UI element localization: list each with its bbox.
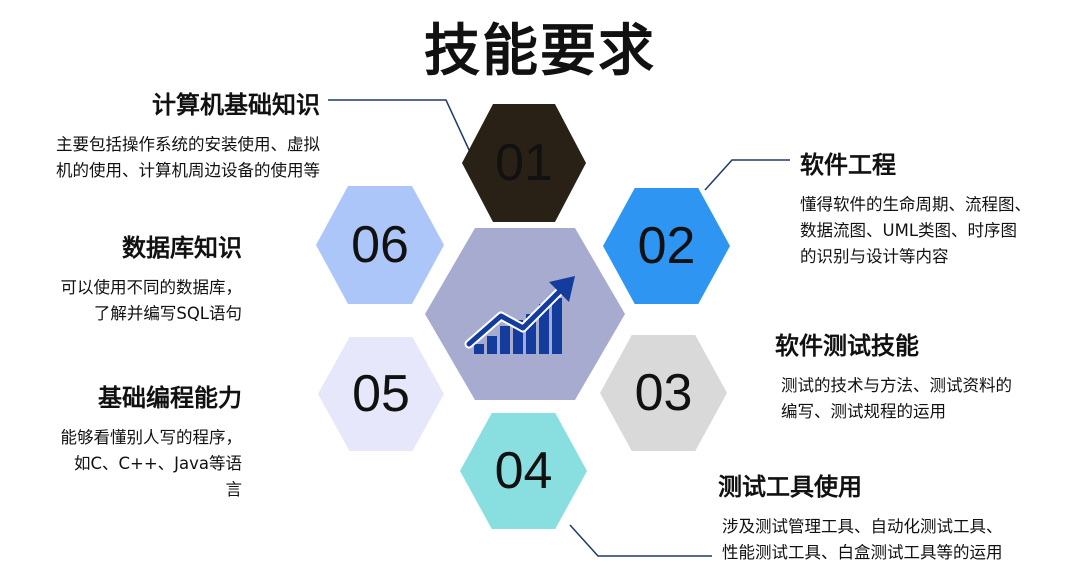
chart-bar-3 <box>500 326 510 354</box>
topic-description: 懂得软件的生命周期、流程图、 数据流图、UML类图、时序图 的识别与设计等内容 <box>800 192 1031 270</box>
chart-trend-line-fill <box>466 283 568 347</box>
hexagon-05: 05 <box>318 337 444 451</box>
description-line: 了解并编写SQL语句 <box>93 304 242 323</box>
topic-database: 数据库知识 可以使用不同的数据库， 了解并编写SQL语句 <box>61 228 243 327</box>
growth-chart-arrow-icon <box>464 276 575 354</box>
description-line: 数据流图、UML类图、时序图 <box>800 221 1018 240</box>
hexagon-number: 04 <box>494 442 553 500</box>
page-title: 技能要求 <box>424 19 656 84</box>
topic-description: 涉及测试管理工具、自动化测试工具、 性能测试工具、白盒测试工具等的运用 <box>718 514 1003 566</box>
topic-title: 软件测试技能 <box>775 332 919 360</box>
connector-line-02 <box>704 159 790 191</box>
hexagon-number: 06 <box>351 216 409 274</box>
topic-testing-skills: 软件测试技能 测试的技术与方法、测试资料的 编写、测试规程的运用 <box>775 326 1012 425</box>
chart-bar-4 <box>513 320 523 354</box>
description-line: 懂得软件的生命周期、流程图、 <box>800 195 1031 214</box>
topic-description: 测试的技术与方法、测试资料的 编写、测试规程的运用 <box>775 373 1012 425</box>
chart-bar-1 <box>474 344 484 354</box>
description-line: 能够看懂别人写的程序， <box>60 428 243 447</box>
center-hexagon <box>425 228 625 400</box>
topic-description: 可以使用不同的数据库， 了解并编写SQL语句 <box>61 275 243 327</box>
topic-description: 能够看懂别人写的程序， 如C、C++、Java等语 言 <box>61 425 243 503</box>
topic-title: 计算机基础知识 <box>152 91 320 119</box>
chart-bar-2 <box>487 336 497 354</box>
chart-bar-7 <box>552 298 562 354</box>
topic-title: 数据库知识 <box>122 234 242 262</box>
hexagon-03: 03 <box>600 335 727 451</box>
connector-line-04 <box>569 524 712 557</box>
hexagon-number: 05 <box>352 365 410 423</box>
hexagon-number: 01 <box>495 134 553 192</box>
hexagon-06: 06 <box>316 186 444 304</box>
description-line: 测试的技术与方法、测试资料的 <box>781 376 1012 395</box>
topic-title: 基础编程能力 <box>98 384 242 412</box>
description-line: 言 <box>225 480 243 499</box>
description-line: 涉及测试管理工具、自动化测试工具、 <box>722 517 1003 536</box>
chart-bar-6 <box>539 304 549 354</box>
topic-computer-basics: 计算机基础知识 主要包括操作系统的安装使用、虚拟 机的使用、计算机周边设备的使用… <box>56 85 320 184</box>
topic-testing-tools: 测试工具使用 涉及测试管理工具、自动化测试工具、 性能测试工具、白盒测试工具等的… <box>718 467 1003 566</box>
hexagon-number: 02 <box>637 217 696 275</box>
description-line: 主要包括操作系统的安装使用、虚拟 <box>56 135 320 154</box>
hexagon-01: 01 <box>462 104 586 222</box>
chart-bar-5 <box>526 314 536 354</box>
hexagon-number: 03 <box>634 364 693 422</box>
description-line: 编写、测试规程的运用 <box>781 402 946 421</box>
chart-arrow-head <box>549 276 575 302</box>
description-line: 可以使用不同的数据库， <box>60 278 243 297</box>
description-line: 如C、C++、Java等语 <box>73 454 242 473</box>
topic-title: 测试工具使用 <box>718 473 862 501</box>
hexagon-04: 04 <box>460 413 587 529</box>
topic-software-engineering: 软件工程 懂得软件的生命周期、流程图、 数据流图、UML类图、时序图 的识别与设… <box>800 145 1031 270</box>
description-line: 性能测试工具、白盒测试工具等的运用 <box>722 543 1003 562</box>
topic-programming: 基础编程能力 能够看懂别人写的程序， 如C、C++、Java等语 言 <box>61 378 243 503</box>
topic-description: 主要包括操作系统的安装使用、虚拟 机的使用、计算机周边设备的使用等 <box>56 132 320 184</box>
description-line: 的识别与设计等内容 <box>800 247 949 266</box>
topic-title: 软件工程 <box>800 151 896 179</box>
connector-line-01 <box>328 99 471 153</box>
hexagon-02: 02 <box>603 188 730 304</box>
description-line: 机的使用、计算机周边设备的使用等 <box>56 161 320 180</box>
